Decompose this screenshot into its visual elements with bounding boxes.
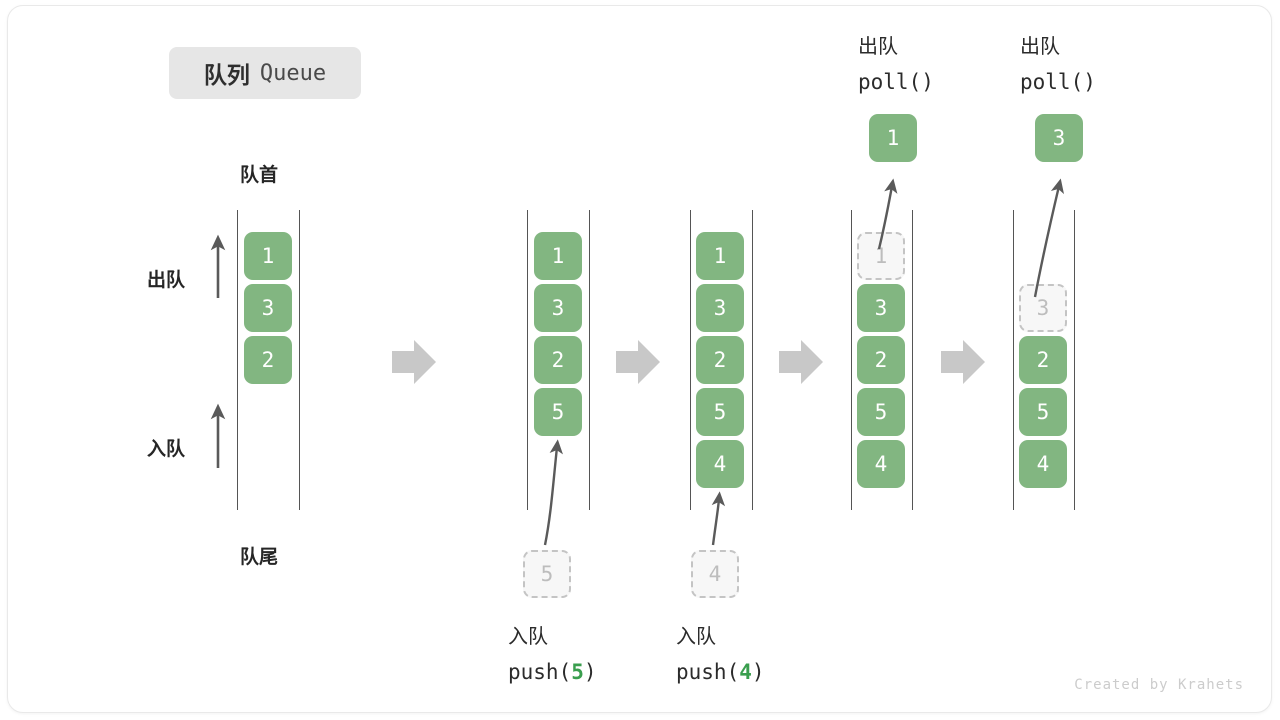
queue-rail-left-2 <box>527 210 528 510</box>
operation-label-code: poll() <box>1020 70 1096 94</box>
queue-element: 4 <box>696 440 744 488</box>
queue-rail-left-3 <box>690 210 691 510</box>
operation-label-poll-3: 出队 poll() <box>1020 30 1096 100</box>
operation-label-push-5: 入队 push(5) <box>508 620 597 690</box>
queue-element: 5 <box>534 388 582 436</box>
queue-element: 3 <box>244 284 292 332</box>
queue-element: 2 <box>534 336 582 384</box>
operation-label-code: poll() <box>858 70 934 94</box>
popped-element: 1 <box>869 114 917 162</box>
queue-element: 5 <box>696 388 744 436</box>
queue-rail-right-3 <box>752 210 753 510</box>
queue-element: 2 <box>1019 336 1067 384</box>
queue-rail-left-5 <box>1013 210 1014 510</box>
queue-element: 5 <box>1019 388 1067 436</box>
queue-element: 3 <box>696 284 744 332</box>
title-badge: 队列 Queue <box>169 47 361 99</box>
queue-element: 3 <box>534 284 582 332</box>
queue-element: 4 <box>1019 440 1067 488</box>
enqueue-direction-label: 入队 <box>147 439 186 460</box>
title-cn: 队列 <box>203 62 250 88</box>
outgoing-ghost-element: 3 <box>1019 284 1067 332</box>
queue-element: 2 <box>696 336 744 384</box>
diagram-card <box>7 5 1272 713</box>
queue-rear-label: 队尾 <box>240 547 279 568</box>
queue-rail-right-2 <box>589 210 590 510</box>
operation-label-cn: 入队 <box>508 626 548 648</box>
operation-label-cn: 出队 <box>858 36 898 58</box>
operation-label-push-4: 入队 push(4) <box>676 620 765 690</box>
queue-element: 5 <box>857 388 905 436</box>
queue-element: 1 <box>244 232 292 280</box>
queue-element: 1 <box>534 232 582 280</box>
operation-label-poll-1: 出队 poll() <box>858 30 934 100</box>
title-en: Queue <box>259 60 327 86</box>
incoming-ghost-element: 5 <box>523 550 571 598</box>
queue-element: 1 <box>696 232 744 280</box>
queue-rail-right-1 <box>299 210 300 510</box>
operation-label-code: push(4) <box>676 660 765 684</box>
queue-element: 2 <box>857 336 905 384</box>
operation-label-cn: 入队 <box>676 626 716 648</box>
queue-element: 4 <box>857 440 905 488</box>
queue-rail-left-4 <box>851 210 852 510</box>
operation-label-code: push(5) <box>508 660 597 684</box>
queue-rail-right-4 <box>912 210 913 510</box>
footer-credit: Created by Krahets <box>1074 677 1244 693</box>
popped-element: 3 <box>1035 114 1083 162</box>
queue-rail-right-5 <box>1074 210 1075 510</box>
queue-element: 3 <box>857 284 905 332</box>
queue-element: 2 <box>244 336 292 384</box>
queue-front-label: 队首 <box>240 165 279 186</box>
queue-rail-left-1 <box>237 210 238 510</box>
outgoing-ghost-element: 1 <box>857 232 905 280</box>
incoming-ghost-element: 4 <box>691 550 739 598</box>
operation-label-cn: 出队 <box>1020 36 1060 58</box>
dequeue-direction-label: 出队 <box>147 270 186 291</box>
